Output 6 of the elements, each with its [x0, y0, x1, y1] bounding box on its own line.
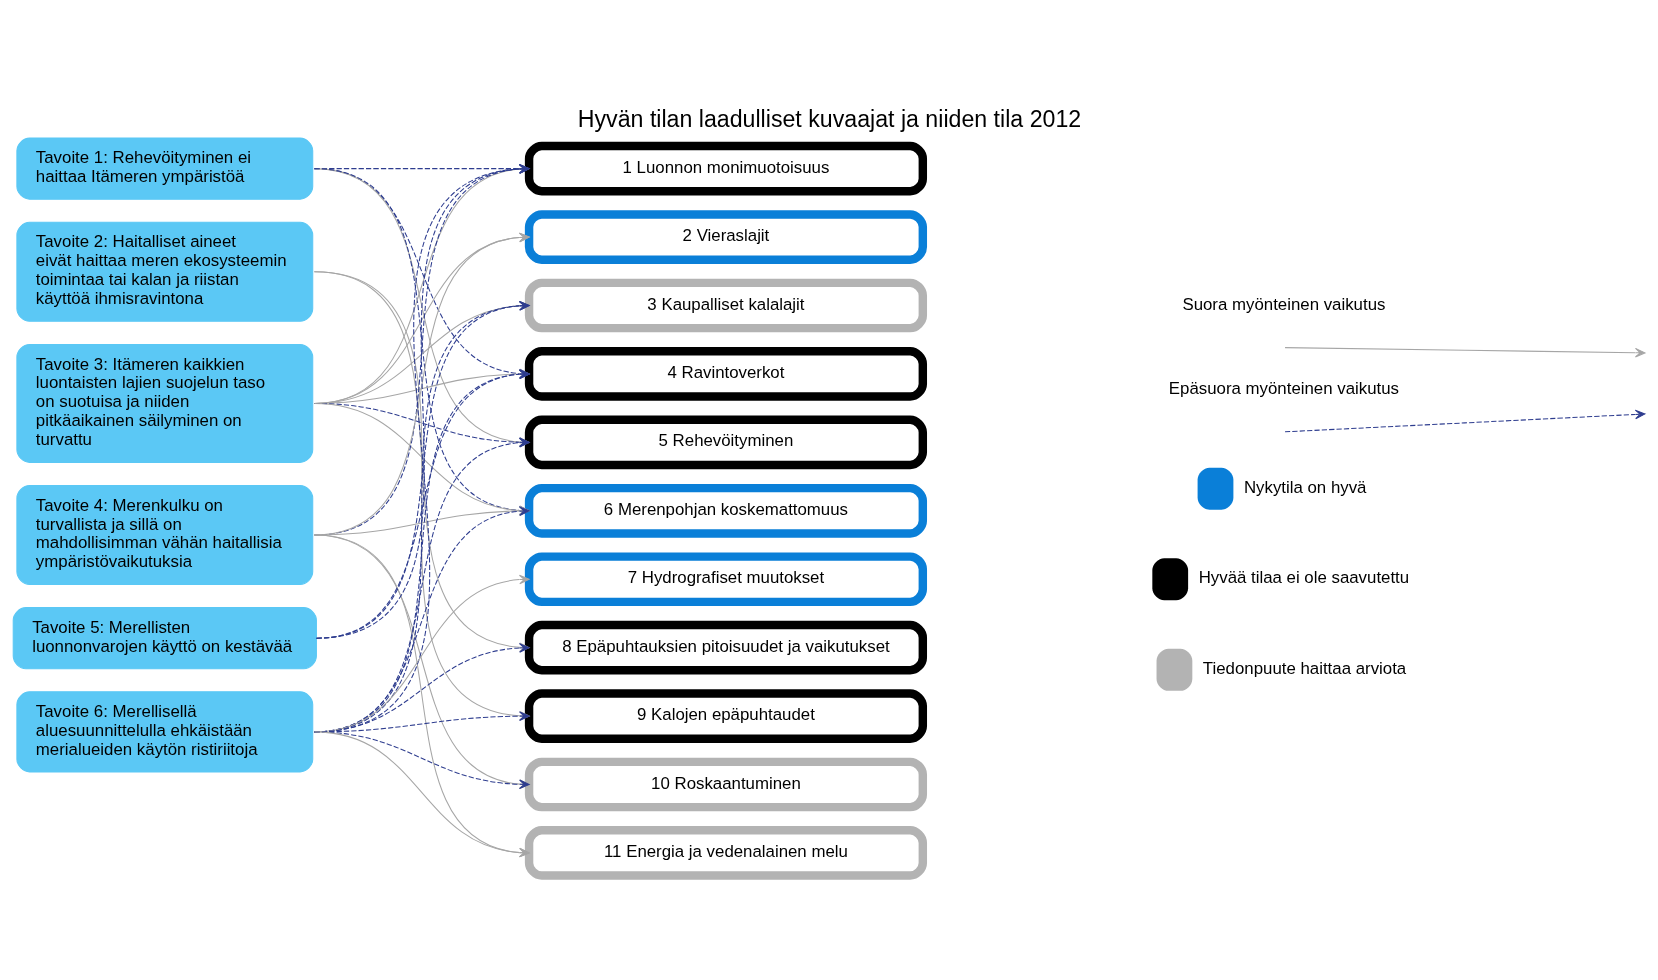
diagram-title: Hyvän tilan laadulliset kuvaajat ja niiden tila 2012: [577, 106, 1081, 133]
legend-label: Nykytila on hyvä: [1243, 477, 1366, 497]
legend-label: Epäsuora myönteinen vaikutus: [1168, 378, 1399, 398]
legend-label: Hyvää tilaa ei ole saavutettu: [1198, 568, 1409, 588]
legend-label: Suora myönteinen vaikutus: [1181, 294, 1385, 314]
legend-label: Tiedonpuute haittaa arviota: [1202, 658, 1406, 678]
